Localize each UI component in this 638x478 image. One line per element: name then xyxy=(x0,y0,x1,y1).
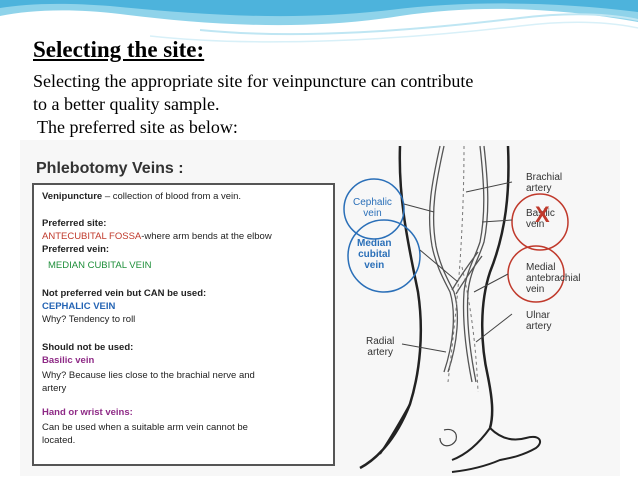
arm-outline-inner xyxy=(480,145,510,429)
basilic-circle xyxy=(511,193,569,251)
intro-line-1: Selecting the appropriate site for veinp… xyxy=(33,71,474,91)
venipuncture-def: – collection of blood from a vein. xyxy=(102,191,242,202)
radial-label-1: Radial xyxy=(366,336,395,347)
basilic-cross-mark: X xyxy=(535,202,550,227)
figure-title: Phlebotomy Veins : xyxy=(36,160,184,177)
thumb-outline xyxy=(439,428,457,447)
intro-line-3: The preferred site as below: xyxy=(37,117,238,137)
preferred-site-value: ANTECUBITAL FOSSA xyxy=(42,231,142,242)
medial-label-3: vein xyxy=(526,284,545,295)
intro-line-2: to a better quality sample. xyxy=(33,94,220,114)
median-label-3: vein xyxy=(364,260,385,271)
venipuncture-term: Venipuncture xyxy=(42,191,103,202)
preferred-vein-value: MEDIAN CUBITAL VEIN xyxy=(48,260,152,271)
arm-vein-diagram xyxy=(343,145,569,473)
cephalic-vein xyxy=(428,145,455,373)
should-not-value: Basilic vein xyxy=(42,355,95,366)
median-label-1: Median xyxy=(357,238,392,249)
preferred-site-label: Preferred site: xyxy=(42,218,107,229)
ulnar-label-1: Ulnar xyxy=(526,310,550,321)
arm-outline-outer xyxy=(359,145,423,470)
ulnar-label-2: artery xyxy=(526,321,552,332)
not-preferred-value: CEPHALIC VEIN xyxy=(42,301,116,312)
basilic-label-2: vein xyxy=(526,219,545,230)
hand-label: Hand or wrist veins: xyxy=(42,407,133,418)
median-circle xyxy=(347,219,421,293)
cephalic-label-1: Cephalic xyxy=(353,197,392,208)
preferred-site-desc: -where arm bends at the elbow xyxy=(141,231,272,242)
hand-desc-1: Can be used when a suitable arm vein can… xyxy=(42,422,248,433)
hand-desc-2: located. xyxy=(42,435,76,446)
cephalic-circle xyxy=(343,178,405,240)
preferred-vein-label: Preferred vein: xyxy=(42,244,110,255)
should-not-why-1: Why? Because lies close to the brachial … xyxy=(42,370,255,381)
brachial-label-1: Brachial xyxy=(526,172,563,183)
not-preferred-why: Why? Tendency to roll xyxy=(42,314,136,325)
preferred-site-line: ANTECUBITAL FOSSA-where arm bends at the… xyxy=(42,231,272,242)
header-wave-decoration xyxy=(0,0,638,43)
median-cubital-vein xyxy=(451,251,479,291)
hand-outline xyxy=(379,403,542,473)
slide-heading: Selecting the site: xyxy=(33,37,205,62)
basilic-vein xyxy=(462,145,485,383)
cephalic-label-2: vein xyxy=(363,208,382,219)
brachial-artery xyxy=(447,145,465,383)
info-box: Venipuncture – collection of blood from … xyxy=(32,183,335,466)
should-not-why-2: artery xyxy=(42,383,67,394)
median-label-2: cubital xyxy=(358,249,391,260)
medial-label-2: antebrachial xyxy=(526,273,581,284)
brachial-label-2: artery xyxy=(526,183,552,194)
venipuncture-line: Venipuncture – collection of blood from … xyxy=(42,191,241,202)
basilic-label-1: Basilic xyxy=(526,208,555,219)
radial-label-2: artery xyxy=(367,347,393,358)
ulnar-artery xyxy=(461,266,479,393)
not-preferred-label: Not preferred vein but CAN be used: xyxy=(42,288,207,299)
medial-label-1: Medial xyxy=(526,262,556,273)
should-not-label: Should not be used: xyxy=(42,342,134,353)
